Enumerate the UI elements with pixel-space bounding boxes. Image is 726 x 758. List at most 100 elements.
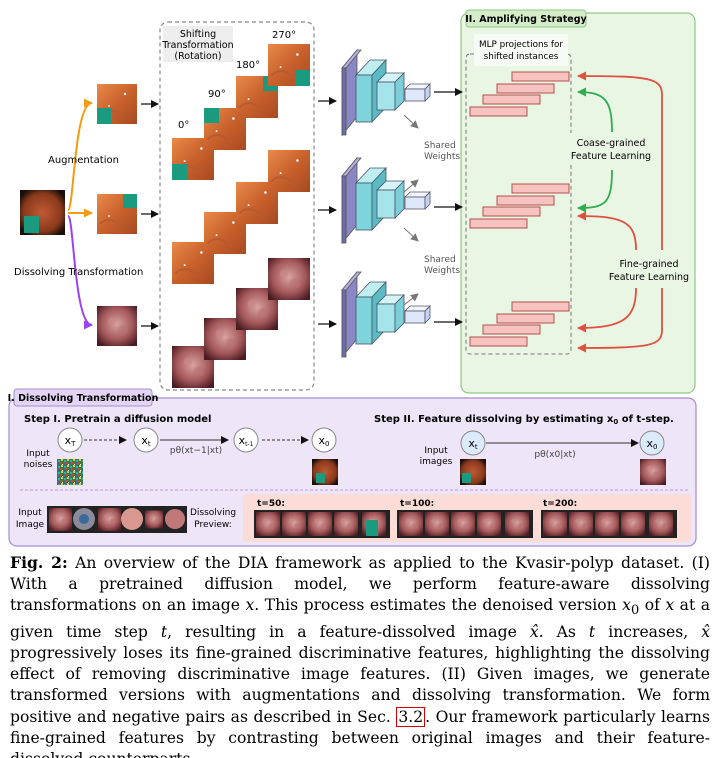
coarse-arrow-up <box>577 87 613 133</box>
caption-label: Fig. 2: <box>10 553 68 572</box>
t100-label: t=100: <box>400 499 434 509</box>
dissolved-image-left <box>97 306 137 346</box>
fine-arrow-top <box>577 71 663 250</box>
caption-var-x0-sub: 0 <box>630 603 640 619</box>
caption-text-1: An overview of the DIA framework as appl… <box>10 554 710 615</box>
fine-label-bg <box>606 254 692 286</box>
caption-var-xhat-2: x̂ <box>701 622 710 641</box>
encoder-1 <box>341 48 431 137</box>
aug-image-top <box>97 84 137 124</box>
angle-0: 0° <box>178 120 189 131</box>
node2-xt: xt <box>468 437 478 451</box>
preview-t200 <box>541 510 677 538</box>
shared-weights-1a: Shared <box>424 141 456 151</box>
figure-caption: Fig. 2: An overview of the DIA framework… <box>10 552 710 758</box>
fine-arrow-mid <box>577 211 637 251</box>
coarse-arrow-down <box>577 169 613 213</box>
dissolving-preview-line1: Dissolving <box>190 508 236 518</box>
caption-var-x0: x <box>622 596 631 615</box>
input-image-line2: Image <box>16 520 45 530</box>
fine-arrow-low <box>577 287 637 333</box>
coarse-label-line1: Coase-grained <box>577 138 646 149</box>
fine-label-line1: Fine-grained <box>620 259 679 270</box>
caption-text-9: . Our framework particularly learns fine… <box>10 707 710 758</box>
step1-chain <box>57 427 337 453</box>
caption-var-x: x <box>245 596 255 615</box>
encoder-3 <box>341 271 431 358</box>
fine-label-line2: Feature Learning <box>609 272 689 283</box>
shared-arrow-2 <box>403 179 419 193</box>
shared-arrow-3 <box>403 227 419 242</box>
caption-var-t-2: t <box>588 622 596 641</box>
diagram: Shifting Transformation (Rotation) Augme… <box>8 9 697 547</box>
dissolving-title-bg <box>13 388 153 407</box>
shared-weights-1b: Weights <box>424 152 460 162</box>
caption-var-t: t <box>160 622 168 641</box>
coarse-label-bg <box>569 133 653 165</box>
aug-arrow-top <box>67 98 93 211</box>
dissolving-preview-line2: Preview: <box>194 520 232 530</box>
shared-weights-2a: Shared <box>424 255 456 265</box>
caption-text-3: of <box>639 596 666 615</box>
amplify-title-bg <box>465 9 587 28</box>
xt-image-step2 <box>460 459 486 485</box>
coarse-label-line2: Feature Learning <box>571 151 651 162</box>
node-x0: x0 <box>319 434 330 448</box>
formula-reverse: pθ(xt−1|xt) <box>170 446 222 456</box>
angle-180: 180° <box>236 60 260 71</box>
mlp-title-bg <box>474 34 568 66</box>
input-images-line1: Input <box>424 446 448 456</box>
dissolve-arrow <box>67 215 93 330</box>
caption-text-8: progressively loses its fine-grained dis… <box>10 643 710 726</box>
t50-label: t=50: <box>257 499 285 509</box>
step1-title: Step I. Pretrain a diffusion model <box>24 414 211 425</box>
mlp-title-line2: shifted instances <box>484 52 559 62</box>
dissolving-title: I. Dissolving Transformation <box>8 393 159 404</box>
shifting-title-line2: Transformation <box>161 40 233 51</box>
amplifying-strategy-box <box>460 12 696 394</box>
rotations-row-1 <box>172 44 310 180</box>
aug-image-mid <box>97 194 137 234</box>
shared-arrow-4 <box>403 293 419 306</box>
caption-text-2: . This process estimates the denoised ve… <box>254 596 623 615</box>
shifting-title-bg <box>163 26 233 62</box>
amplify-title: II. Amplifying Strategy <box>465 14 587 25</box>
shifting-title-line1: Shifting <box>180 29 216 40</box>
angle-270: 270° <box>272 30 296 41</box>
caption-text-7: increases, <box>595 622 702 641</box>
dissolving-transformation-label: Dissolving Transformation <box>14 267 143 278</box>
shifting-transformation-box <box>159 21 315 391</box>
caption-text-4: at a given time step <box>10 596 710 641</box>
x0-image-step2 <box>640 459 666 485</box>
input-image-line1: Input <box>18 508 42 518</box>
preview-t100 <box>397 510 533 538</box>
encoder-2 <box>341 157 431 244</box>
mlp-title-line1: MLP projections for <box>479 40 563 50</box>
mlp-dashed-box <box>465 53 572 355</box>
shifting-title-line3: (Rotation) <box>174 51 221 62</box>
preview-t50 <box>254 510 390 538</box>
input-noises-line1: Input <box>26 449 50 459</box>
step2-title: Step II. Feature dissolving by estimatin… <box>374 414 674 426</box>
node2-x0-circle <box>639 430 665 456</box>
node-xt: xt <box>141 434 151 448</box>
node-xT: xT <box>65 434 77 448</box>
node2-x0: x0 <box>647 437 658 451</box>
section-ref-link[interactable]: 3.2 <box>396 706 426 727</box>
caption-text-6: . As <box>538 622 589 641</box>
augmentation-label: Augmentation <box>48 155 119 166</box>
caption-var-xhat: x̂ <box>529 622 539 641</box>
caption-text-5: , resulting in a feature-dissolved image <box>167 622 530 641</box>
mlp-bars <box>469 71 570 347</box>
input-image-main <box>20 190 65 235</box>
node2-xt-circle <box>460 430 486 456</box>
shared-weights-2b: Weights <box>424 266 460 276</box>
noise-image <box>57 459 83 485</box>
t200-label: t=200: <box>543 499 577 509</box>
input-noises-line2: noises <box>24 460 53 470</box>
shared-arrow-1 <box>403 114 419 129</box>
input-images-line2: images <box>420 457 453 467</box>
input-image-strip <box>47 506 187 533</box>
formula-estimate: pθ(x0|xt) <box>534 450 575 460</box>
